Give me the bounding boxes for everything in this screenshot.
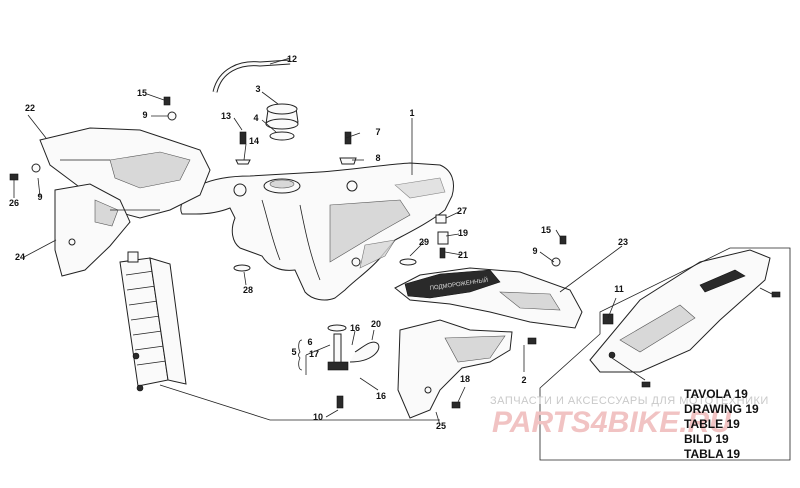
radiator xyxy=(119,251,187,392)
callout-26: 26 xyxy=(9,198,19,208)
watermark-brand: PARTS4BIKE.RU xyxy=(492,406,732,439)
callout-17: 17 xyxy=(309,349,319,359)
cap-seal xyxy=(269,131,295,141)
callout-9a: 9 xyxy=(142,110,147,120)
callout-23: 23 xyxy=(618,237,628,247)
callout-24: 24 xyxy=(15,252,25,262)
tank-side-cover: ПОДМОРОЖЕННЫЙ xyxy=(394,267,583,329)
fuel-tap xyxy=(327,324,380,409)
callout-12: 12 xyxy=(287,54,297,64)
watermark-tagline: ЗАПЧАСТИ И АКСЕССУАРЫ ДЛЯ МОТОТЕХНИКИ xyxy=(490,395,769,407)
callout-15b: 15 xyxy=(541,225,551,235)
leader-lines xyxy=(13,57,777,426)
table-label-en-drawing: DRAWING 19 xyxy=(684,402,759,416)
fuel-tank xyxy=(180,162,454,301)
callout-8: 8 xyxy=(375,153,380,163)
callout-15a: 15 xyxy=(137,88,147,98)
callout-29: 29 xyxy=(419,237,429,247)
table-label-de: BILD 19 xyxy=(684,432,729,446)
detail-frame xyxy=(539,247,791,461)
callout-6: 6 xyxy=(307,337,312,347)
table-label-es: TABLA 19 xyxy=(684,447,740,461)
callout-10: 10 xyxy=(313,412,323,422)
callout-11: 11 xyxy=(614,284,624,294)
callout-1: 1 xyxy=(409,108,414,118)
callout-16a: 16 xyxy=(350,323,360,333)
callout-5: 5 xyxy=(291,347,296,357)
callout-16b: 16 xyxy=(376,391,386,401)
table-label-it: TAVOLA 19 xyxy=(684,387,748,401)
callout-20: 20 xyxy=(371,319,381,329)
breather-hose xyxy=(212,59,291,93)
callout-4: 4 xyxy=(253,113,258,123)
left-side-panel xyxy=(39,127,211,219)
tank-mount-screws xyxy=(233,131,449,272)
table-labels: TAVOLA 19 DRAWING 19 TABLE 19 BILD 19 TA… xyxy=(684,387,759,461)
callout-21: 21 xyxy=(458,250,468,260)
right-side-panel xyxy=(589,249,771,373)
misc-fasteners xyxy=(9,96,781,409)
callout-22: 22 xyxy=(25,103,35,113)
callout-9c: 9 xyxy=(532,246,537,256)
callout-3: 3 xyxy=(255,84,260,94)
right-shroud xyxy=(397,319,513,419)
watermark: ЗАПЧАСТИ И АКСЕССУАРЫ ДЛЯ МОТОТЕХНИКИ PA… xyxy=(490,395,769,439)
callout-2: 2 xyxy=(521,375,526,385)
callout-18: 18 xyxy=(460,374,470,384)
callout-brace xyxy=(298,339,303,371)
table-label-en-table: TABLE 19 xyxy=(684,417,740,431)
callout-13: 13 xyxy=(221,111,231,121)
callout-27: 27 xyxy=(457,206,467,216)
callout-7: 7 xyxy=(375,127,380,137)
callout-25: 25 xyxy=(436,421,446,431)
callout-14: 14 xyxy=(249,136,259,146)
callout-19: 19 xyxy=(458,228,468,238)
callout-28: 28 xyxy=(243,285,253,295)
left-shroud xyxy=(54,183,131,277)
filler-cap xyxy=(265,103,299,130)
callout-9b: 9 xyxy=(37,192,42,202)
callout-numbers: 1 2 3 4 5 6 7 8 9 9 9 10 11 12 13 14 15 … xyxy=(9,54,628,431)
